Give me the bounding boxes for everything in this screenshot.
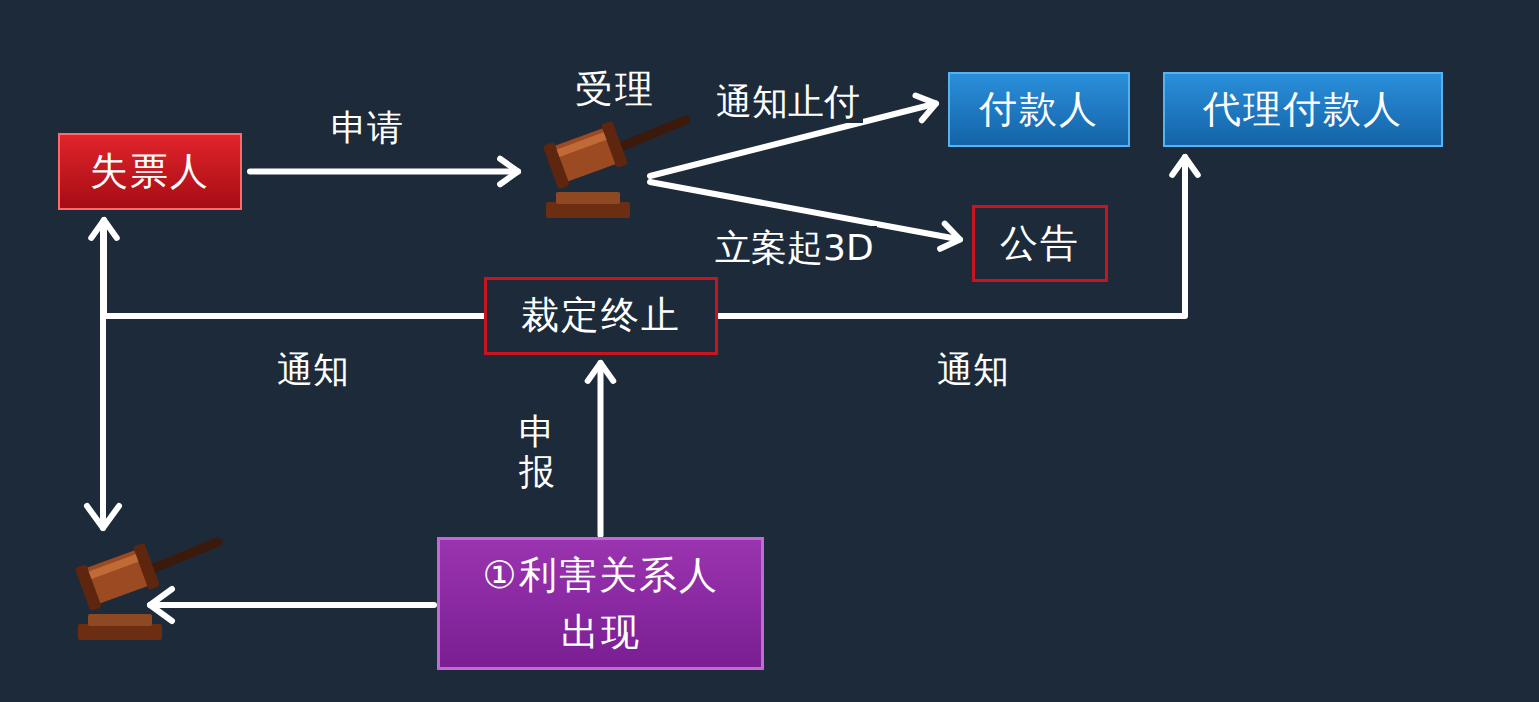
process-box: 失票人 bbox=[58, 133, 242, 210]
node-text: 受理 bbox=[575, 64, 655, 115]
arrow-head bbox=[916, 96, 936, 121]
edge-label: 申报 bbox=[519, 410, 555, 493]
edge-label: 立案起3D bbox=[712, 226, 877, 269]
node-text: 付款人 bbox=[979, 84, 1099, 135]
gavel-icon bbox=[543, 120, 686, 218]
node-text: 裁定终止 bbox=[521, 290, 681, 341]
process-box: ①利害关系人 出现 bbox=[437, 537, 764, 670]
edge-label: 申请 bbox=[328, 106, 406, 149]
connector-line bbox=[598, 363, 604, 535]
edge-label: 通知 bbox=[934, 348, 1012, 391]
node-text: 公告 bbox=[1000, 218, 1080, 269]
connector-arrow bbox=[588, 363, 614, 535]
process-box: 裁定终止 bbox=[484, 277, 718, 355]
connector-line bbox=[250, 169, 518, 175]
arrow-head bbox=[588, 363, 614, 381]
process-box: 公告 bbox=[972, 205, 1108, 282]
arrow-head bbox=[940, 224, 960, 249]
edge-label: 通知止付 bbox=[713, 80, 863, 123]
process-box: 付款人 bbox=[948, 72, 1130, 147]
arrow-head bbox=[91, 220, 117, 238]
flow-line bbox=[150, 589, 434, 621]
gavel-icon bbox=[75, 542, 218, 640]
arrow-head bbox=[500, 159, 518, 185]
connector-arrow bbox=[250, 159, 518, 185]
node-text: 代理付款人 bbox=[1203, 84, 1403, 135]
arrow-head bbox=[1172, 157, 1198, 175]
edge-label: 通知 bbox=[274, 348, 352, 391]
node-text: ①利害关系人 出现 bbox=[468, 547, 734, 661]
court-node: 受理 bbox=[540, 64, 690, 222]
process-box: 代理付款人 bbox=[1163, 72, 1443, 147]
node-text: 失票人 bbox=[90, 146, 210, 197]
connector-arrow bbox=[91, 220, 484, 316]
connector-line bbox=[104, 220, 484, 316]
